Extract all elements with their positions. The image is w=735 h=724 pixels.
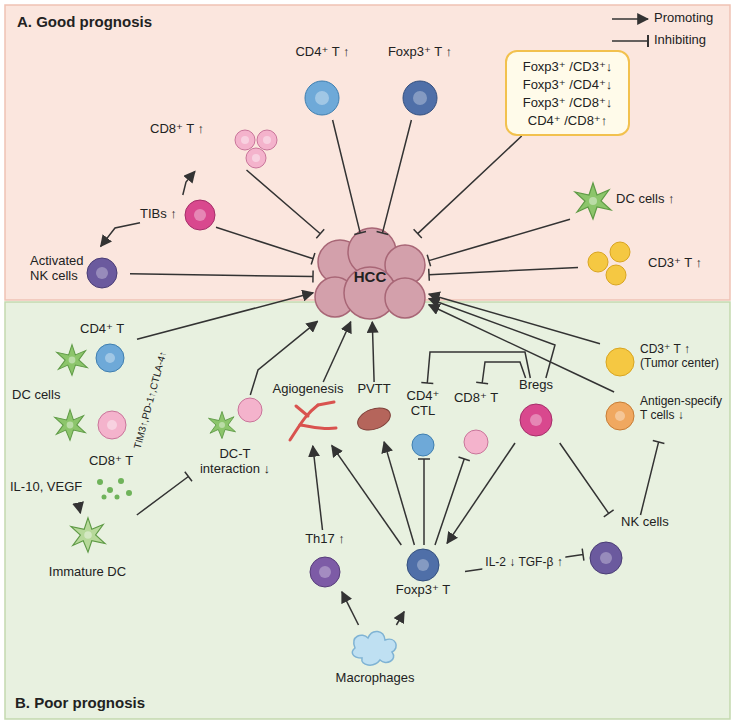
node-label: Foxp3⁺ T: [383, 583, 463, 598]
node-label: Th17 ↑: [290, 532, 360, 547]
cell-node: CD8⁺ T: [450, 385, 504, 457]
inhibit-connector: [641, 441, 665, 516]
node-label: Activated NK cells: [30, 254, 96, 284]
promote-connector: [429, 305, 614, 392]
cell-node: Foxp3⁺ T: [383, 545, 465, 610]
inhibit-connector: [421, 352, 530, 384]
inhibit-connector: [476, 362, 525, 384]
legend-text: Promoting: [654, 11, 713, 26]
inhibit-connector: [429, 267, 578, 280]
inhibit-connector: [435, 457, 470, 545]
inhibit-connector: [418, 459, 430, 545]
node-label: TIBs ↑: [140, 207, 184, 222]
node-label: CD4⁺ /CD8⁺↑: [507, 114, 628, 129]
cell-node: CD4⁺ T ↑: [285, 45, 362, 120]
node-label: CD4⁺ T ↑: [285, 45, 360, 60]
panel: B. Poor prognosisCD4⁺ TDC cellsCD8⁺ TDC-…: [5, 302, 730, 719]
cell-node: CD3⁺ T ↑ (Tumor center): [600, 340, 730, 385]
tumor-cluster: HCC: [315, 235, 427, 320]
legend-text: Inhibiting: [654, 33, 706, 48]
node-label: Antigen-specify T cells ↓: [640, 395, 728, 423]
promote-connector: [313, 446, 323, 530]
cell-node: DC-T interaction ↓: [190, 395, 282, 487]
ratio-box: Foxp3⁺ /CD3⁺↓ Foxp3⁺ /CD4⁺↓ Foxp3⁺ /CD8⁺↓ C…: [505, 50, 630, 136]
promote-connector: [332, 446, 402, 545]
promote-connector: [342, 592, 359, 625]
node-label: DC cells ↑: [616, 192, 691, 207]
node-label: CD8⁺ T ↑: [150, 122, 230, 137]
cell-node: Immature DC: [40, 515, 137, 587]
inhibit-connector: [216, 227, 315, 264]
node-label: Foxp3⁺ T ↑: [378, 45, 462, 60]
cell-node: DC cells ↑: [570, 180, 695, 222]
cell-node: Bregs: [506, 378, 568, 443]
node-label: Agiogenesis: [266, 382, 350, 397]
inhibit-connector: [247, 170, 325, 238]
marker-label: TIM3↑,PD-1↑,CTLA-4↑: [132, 350, 169, 450]
cell-node: CD8⁺ T: [85, 408, 139, 472]
node-label: NK cells: [621, 515, 677, 530]
node-label: CD8⁺ T: [85, 454, 137, 469]
node-label: DC-T interaction ↓: [190, 447, 280, 477]
promote-connector: [447, 443, 515, 543]
cell-node: Foxp3⁺ T ↑: [378, 45, 464, 120]
node-label: HCC: [315, 268, 425, 285]
node-label: Foxp3⁺ /CD8⁺↓: [507, 96, 628, 111]
promote-connector: [101, 223, 140, 247]
node-label: IL-10, VEGF: [10, 480, 90, 495]
node-label: DC cells: [12, 388, 74, 403]
inhibit-connector: [333, 120, 366, 235]
promote-connector: [137, 293, 313, 340]
promote-connector: [323, 322, 351, 382]
node-label: CD4⁺ CTL: [400, 389, 446, 419]
inhibit-connector: [427, 219, 570, 266]
node-label: Foxp3⁺ /CD3⁺↓: [507, 60, 628, 75]
cell-node: CD8⁺ T ↑: [150, 120, 285, 170]
node-label: CD3⁺ T ↑ (Tumor center): [640, 343, 728, 371]
inhibit-connector: [414, 136, 522, 238]
cell-node: Antigen-specify T cells ↓: [600, 392, 730, 440]
node-label: CD4⁺ T: [80, 322, 135, 337]
panel: A. Good prognosisCD8⁺ T ↑ CD4⁺ T ↑ Foxp3⁺ …: [5, 5, 730, 300]
process-node: PVTT: [352, 382, 398, 440]
cell-node: TIBs ↑: [140, 195, 216, 235]
cell-node: DC cells: [12, 386, 76, 406]
process-node: Agiogenesis: [266, 382, 352, 444]
cell-node: CD4⁺ CTL: [400, 385, 448, 457]
node-label: Bregs: [506, 378, 566, 393]
node-label: CD8⁺ T: [450, 391, 502, 406]
edge-label: IL-2 ↓ TGF-β ↑: [482, 555, 565, 571]
node-label: PVTT: [352, 382, 396, 397]
promote-connector: [384, 442, 414, 545]
panel-title: A. Good prognosis: [17, 13, 217, 30]
node-label: Foxp3⁺ /CD4⁺↓: [507, 78, 628, 93]
promote-connector: [183, 172, 195, 196]
inhibit-connector: [130, 271, 313, 283]
promote-connector: [372, 322, 374, 382]
cell-node: CD3⁺ T ↑: [578, 238, 718, 290]
promote-connector: [429, 294, 600, 344]
cell-node: CD4⁺ T: [60, 322, 137, 377]
inhibit-connector: [560, 443, 614, 517]
promote-connector: [429, 299, 555, 378]
panel-title: B. Poor prognosis: [15, 694, 215, 711]
inhibit-connector: [377, 120, 412, 235]
node-label: Immature DC: [40, 565, 135, 580]
node-label: CD3⁺ T ↑: [648, 256, 716, 271]
promote-connector: [78, 504, 80, 513]
cytokine-node: IL-10, VEGF: [10, 472, 140, 504]
cell-node: Macrophages: [330, 625, 422, 695]
cell-node: Th17 ↑: [290, 530, 362, 590]
promote-connector: [396, 612, 404, 625]
inhibit-connector: [465, 549, 584, 572]
cell-node: NK cells: [585, 515, 680, 580]
cell-node: Activated NK cells: [30, 248, 130, 298]
node-label: Macrophages: [330, 671, 420, 686]
inhibit-connector: [137, 472, 192, 515]
